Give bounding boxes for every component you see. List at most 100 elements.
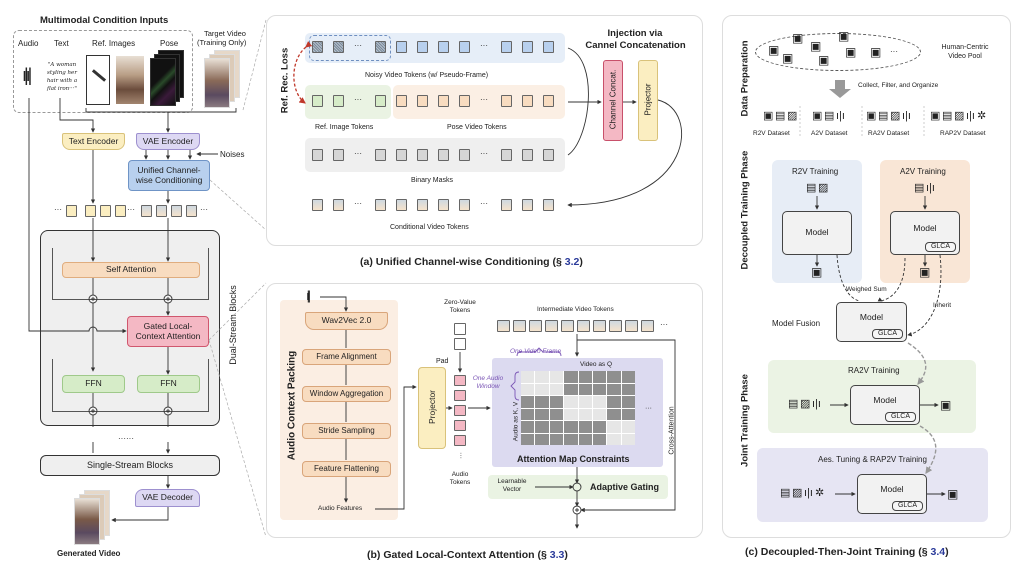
attention-cell bbox=[549, 396, 564, 408]
ra2v-model-label: Model bbox=[873, 395, 897, 406]
image-icon: ▨ bbox=[787, 110, 798, 122]
ellipsis-dots: ··· bbox=[645, 405, 652, 412]
frame-alignment-block: Frame Alignment bbox=[302, 349, 391, 365]
attention-map-constraints-label: Attention Map Constraints bbox=[517, 454, 630, 464]
inherit-label: Inherit bbox=[933, 302, 952, 309]
generated-video-image bbox=[74, 498, 100, 545]
audio-icon: ı|ı bbox=[812, 398, 821, 410]
audio-token bbox=[454, 435, 466, 446]
attention-cell bbox=[564, 383, 578, 395]
video-file-icon: ▣ bbox=[763, 110, 774, 122]
dataset-a2v: A2V Dataset bbox=[811, 130, 848, 137]
condition-token bbox=[522, 95, 533, 107]
attention-cell bbox=[535, 371, 549, 383]
image-icon: ▨ bbox=[792, 487, 803, 499]
ellipsis-dots: ··· bbox=[200, 205, 208, 214]
attention-cell bbox=[549, 383, 564, 395]
attention-cell bbox=[521, 383, 535, 395]
conditional-video-token bbox=[417, 199, 428, 211]
attention-cell bbox=[578, 383, 592, 395]
attention-cell bbox=[578, 433, 592, 445]
pose-label: Pose bbox=[160, 39, 179, 48]
condition-token bbox=[543, 95, 554, 107]
attention-cell bbox=[564, 396, 578, 408]
attention-cell bbox=[607, 433, 621, 445]
image-icon: ▨ bbox=[890, 110, 901, 122]
zero-value-tokens-label: Zero-Value Tokens bbox=[444, 299, 476, 315]
dataset-rap2v: RAP2V Dataset bbox=[940, 130, 986, 137]
injection-title-1: Injection via bbox=[607, 28, 663, 39]
weighed-sum-label: Weighed Sum bbox=[846, 286, 887, 293]
attention-cell bbox=[521, 408, 535, 420]
binary-mask-token bbox=[375, 149, 386, 161]
zero-value-token bbox=[454, 338, 466, 350]
ellipsis-dots: ··· bbox=[890, 47, 898, 56]
caption-a-link[interactable]: 3.2 bbox=[564, 256, 580, 268]
conditional-video-token bbox=[333, 199, 344, 211]
attention-cell bbox=[521, 371, 535, 383]
conditional-video-token bbox=[375, 199, 386, 211]
caption-b-link[interactable]: 3.3 bbox=[549, 549, 565, 561]
noisy-video-token bbox=[522, 41, 533, 53]
attention-cell bbox=[521, 396, 535, 408]
attention-cell bbox=[607, 371, 621, 383]
attention-cell bbox=[607, 383, 621, 395]
audio-icon: ı|ı bbox=[836, 110, 845, 122]
pose-image bbox=[150, 58, 176, 106]
vae-encoder: VAE Encoder bbox=[136, 133, 200, 150]
intermediate-video-token bbox=[641, 320, 654, 332]
caption-c-end: ) bbox=[945, 546, 949, 558]
attention-cell bbox=[549, 371, 564, 383]
audio-waveform-icon-b: ı|ı| bbox=[306, 288, 311, 303]
projector-label-a: Projector bbox=[643, 83, 653, 116]
attention-cell bbox=[592, 421, 607, 433]
feature-flattening-block: Feature Flattening bbox=[302, 461, 391, 477]
self-attention-block: Self Attention bbox=[62, 262, 200, 278]
caption-a: (a) Unified Channel-wise Conditioning (§… bbox=[360, 256, 583, 268]
model-fusion-label: Model Fusion bbox=[772, 319, 821, 328]
target-video-label: Target Video bbox=[204, 29, 246, 38]
attention-cell bbox=[592, 408, 607, 420]
down-arrow-icon bbox=[829, 89, 851, 98]
video-token bbox=[141, 205, 152, 217]
video-file-icon: ▣ bbox=[870, 45, 882, 59]
caption-c-link[interactable]: 3.4 bbox=[930, 546, 946, 558]
condition-token bbox=[417, 95, 428, 107]
intermediate-video-token bbox=[577, 320, 590, 332]
text-label: Text bbox=[54, 39, 69, 48]
channel-concat-label: Channel Concat. bbox=[608, 69, 618, 130]
ref-sketch-image bbox=[86, 55, 110, 105]
text-token bbox=[85, 205, 96, 217]
audio-icon: ı|ı bbox=[804, 487, 813, 499]
noisy-video-token bbox=[312, 41, 323, 53]
caption-a-end: ) bbox=[579, 256, 583, 268]
document-icon: ▤ bbox=[914, 182, 925, 194]
intermediate-video-token bbox=[497, 320, 510, 332]
attention-cell bbox=[592, 371, 607, 383]
generated-video-label: Generated Video bbox=[57, 549, 121, 558]
attention-cell bbox=[521, 433, 535, 445]
audio-packing-bg bbox=[280, 300, 398, 520]
ref-images-label: Ref. Images bbox=[92, 39, 136, 48]
unified-conditioning-block: Unified Channel-wise Conditioning bbox=[128, 160, 210, 191]
dual-stream-label: Dual-Stream Blocks bbox=[228, 285, 238, 365]
audio-tokens-label: Audio Tokens bbox=[449, 471, 471, 487]
to-generated-video bbox=[111, 507, 169, 523]
attention-cell bbox=[549, 433, 564, 445]
binary-mask-token bbox=[501, 149, 512, 161]
inputs-title: Multimodal Condition Inputs bbox=[40, 15, 169, 26]
noisy-video-token bbox=[396, 41, 407, 53]
intermediate-video-token bbox=[609, 320, 622, 332]
binary-mask-token bbox=[543, 149, 554, 161]
caption-b-end: ) bbox=[564, 549, 568, 561]
ellipsis-dots: ··· bbox=[354, 199, 362, 208]
intermediate-video-token bbox=[529, 320, 542, 332]
ref-person-image bbox=[116, 56, 144, 104]
text-token bbox=[115, 205, 126, 217]
attention-cell bbox=[564, 421, 578, 433]
condition-token bbox=[501, 95, 512, 107]
caption-b: (b) Gated Local-Context Attention (§ 3.3… bbox=[367, 549, 568, 561]
